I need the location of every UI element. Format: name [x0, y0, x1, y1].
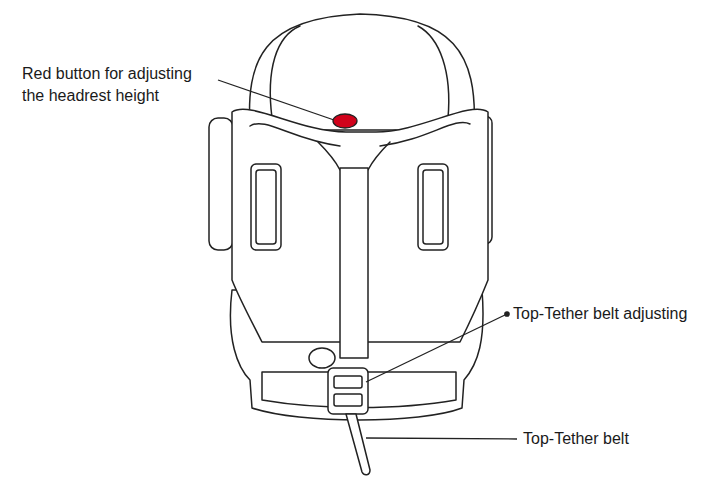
leader-line — [218, 80, 334, 120]
tether-adjuster-part — [334, 394, 362, 406]
leader-line — [366, 314, 507, 382]
tether-adjuster — [328, 368, 368, 414]
center-strap — [340, 168, 368, 358]
shoulder-seam — [250, 124, 340, 146]
left-side-wing — [209, 118, 233, 250]
belt-guide-slot-inner — [256, 170, 276, 244]
part-label: Red button for adjusting the headrest he… — [22, 63, 217, 107]
tether-adjuster-part — [334, 376, 362, 388]
label-text: Red button for adjusting the headrest he… — [22, 65, 192, 104]
belt-guide-slot — [251, 164, 281, 250]
shoulder-seam — [380, 122, 470, 146]
label-text: Top-Tether belt adjusting — [513, 305, 687, 322]
belt-guide-slot-inner — [423, 170, 443, 244]
headrest-button — [333, 114, 357, 128]
part-label: Top-Tether belt — [523, 428, 629, 450]
headrest-seam — [270, 26, 300, 118]
shoulder-strap — [318, 142, 390, 170]
headrest — [249, 14, 474, 130]
strap-lock — [309, 348, 335, 368]
leader-line — [366, 438, 517, 439]
headrest-seam — [418, 26, 449, 118]
leader-dot — [505, 312, 509, 316]
label-text: Top-Tether belt — [523, 430, 629, 447]
top-tether-belt — [346, 414, 370, 475]
belt-guide-slot — [418, 164, 448, 250]
part-label: Top-Tether belt adjusting — [513, 303, 687, 325]
